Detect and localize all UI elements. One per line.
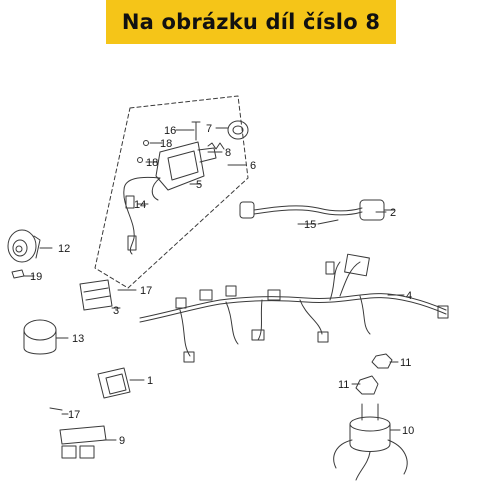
callout-18a: 18 bbox=[160, 138, 172, 150]
callout-3: 3 bbox=[113, 305, 119, 317]
callout-10: 10 bbox=[402, 425, 414, 437]
part-2-coil bbox=[239, 199, 395, 221]
callout-18b: 18 bbox=[146, 157, 158, 169]
callout-1: 1 bbox=[147, 375, 153, 387]
part-14-wire bbox=[123, 176, 161, 255]
callout-17a: 17 bbox=[140, 285, 152, 297]
callout-12: 12 bbox=[58, 243, 70, 255]
callout-6: 6 bbox=[250, 160, 256, 172]
callout-7: 7 bbox=[206, 123, 212, 135]
part-17-lower-bolt bbox=[49, 407, 63, 411]
callout-13: 13 bbox=[72, 333, 84, 345]
title-banner: Na obrázku díl číslo 8 bbox=[106, 0, 396, 44]
callout-19: 19 bbox=[30, 271, 42, 283]
callout-17b: 17 bbox=[68, 409, 80, 421]
part-15-bolt bbox=[317, 219, 339, 225]
part-19-screw bbox=[11, 269, 25, 279]
part-7-cap bbox=[227, 120, 249, 140]
leader-lines bbox=[23, 127, 405, 441]
part-12-horn bbox=[7, 229, 41, 263]
part-13-buzzer bbox=[23, 319, 57, 355]
part-9-connector bbox=[59, 425, 107, 459]
title-text: Na obrázku díl číslo 8 bbox=[121, 10, 381, 34]
part-3-relay bbox=[79, 279, 113, 311]
part-16-screw bbox=[191, 121, 201, 141]
part-5-switch bbox=[155, 141, 217, 191]
part-4-harness bbox=[139, 253, 449, 363]
callout-8: 8 bbox=[225, 147, 231, 159]
part-10-starter-relay bbox=[333, 403, 408, 481]
callout-4: 4 bbox=[406, 290, 412, 302]
callout-11a: 11 bbox=[400, 357, 411, 369]
callout-14: 14 bbox=[134, 199, 146, 211]
part-1-regulator bbox=[97, 367, 131, 399]
part-11-nuts bbox=[355, 353, 393, 395]
callout-5: 5 bbox=[196, 179, 202, 191]
callout-9: 9 bbox=[119, 435, 125, 447]
callout-2: 2 bbox=[390, 207, 396, 219]
part-18-screws bbox=[137, 140, 149, 163]
group-6-outline bbox=[94, 95, 249, 289]
callout-labels: 16 7 18 8 18 6 5 14 2 15 12 19 17 3 4 13… bbox=[30, 123, 414, 447]
callout-15: 15 bbox=[304, 219, 316, 231]
callout-16: 16 bbox=[164, 125, 176, 137]
callout-11b: 11 bbox=[338, 379, 349, 391]
part-8-spring bbox=[207, 142, 225, 150]
